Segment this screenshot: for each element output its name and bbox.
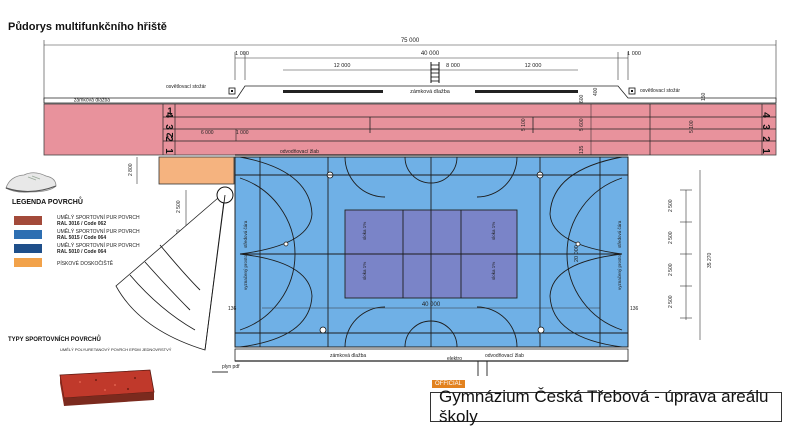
right-dimension-chain: 2 500 2 500 2 500 2 500 35 270 (668, 170, 713, 340)
label-lamp-right: osvětlovací stožár (640, 88, 680, 94)
svg-text:sloka 1%: sloka 1% (362, 222, 367, 240)
svg-text:2 500: 2 500 (176, 200, 182, 213)
bottom-paving-band: zámková dlažba odvodňovací žlab elektro … (212, 348, 629, 376)
svg-text:2 500: 2 500 (668, 263, 674, 276)
title-block: Gymnázium Česká Třebová - úprava areálu … (430, 387, 782, 426)
svg-text:sloka 1%: sloka 1% (362, 262, 367, 280)
legend-title: LEGENDA POVRCHŮ (12, 196, 83, 206)
label-lamp-left: osvětlovací stožár (166, 84, 206, 90)
svg-text:2 500: 2 500 (668, 199, 674, 212)
dim-bottom-court-width: 40 000 (422, 302, 441, 308)
running-shoe-icon (5, 172, 57, 193)
lamp-post-left: osvětlovací stožár (166, 84, 236, 95)
surface-types-title: TYPY SPORTOVNÍCH POVRCHŮ (8, 335, 101, 343)
label-side-line-left: středová čára (243, 220, 248, 248)
svg-text:RAL 3016 / Code 062: RAL 3016 / Code 062 (57, 221, 106, 227)
dim-total-width: 75 000 (401, 38, 420, 44)
label-pipe: plyn pdf (222, 364, 240, 370)
throwing-sector (115, 186, 234, 351)
label-electro: elektro (447, 356, 462, 362)
svg-text:sloka 1%: sloka 1% (491, 222, 496, 240)
lamp-post-right: osvětlovací stožár (628, 87, 680, 95)
svg-text:1: 1 (760, 148, 771, 154)
label-side-line-right: středová čára (617, 220, 622, 248)
dim-135: 135 (579, 145, 585, 154)
dim-5600: 5 600 (579, 118, 585, 131)
dim-segment-mid: 8 000 (446, 63, 460, 69)
dim-court-length: 20 000 (574, 245, 580, 262)
svg-text:4: 4 (760, 112, 771, 118)
dim-segment-right: 12 000 (525, 63, 542, 69)
surface-types-subtitle: UMĚLÝ POLYURETANOVÝ POVRCH EPDM JEDNOVRS… (60, 347, 172, 352)
multifunction-court: sloka 1% sloka 1% sloka 1% sloka 1% vyzn… (228, 156, 639, 348)
svg-text:RAL 5010 / Code 064: RAL 5010 / Code 064 (57, 249, 106, 255)
project-title: Gymnázium Česká Třebová - úprava areálu … (439, 387, 769, 426)
dim-segment-left: 12 000 (334, 63, 351, 69)
dim-600: 600 (579, 94, 585, 103)
legend-swatch-blue-light (14, 230, 42, 239)
dim-400: 400 (593, 87, 599, 96)
svg-text:3: 3 (760, 124, 771, 130)
dim-court-width: 40 000 (421, 51, 440, 57)
svg-text:2: 2 (760, 136, 771, 142)
svg-text:3: 3 (163, 124, 174, 130)
dim-small-1000: 1 000 (236, 130, 249, 136)
lane-numbers-left-upper: 1 2 (165, 106, 175, 138)
top-paving-band: zámková dlažba zámková dlažba (43, 85, 777, 104)
svg-text:PÍSKOVÉ DOSKOČIŠTĚ: PÍSKOVÉ DOSKOČIŠTĚ (57, 259, 114, 267)
pur-surface-sample-icon (59, 369, 155, 406)
page-title: Půdorys multifunkčního hřiště (8, 21, 167, 33)
lane-numbers-right: 4 3 2 1 (760, 112, 771, 154)
legend-item-0: UMĚLÝ SPORTOVNÍ PUR POVRCH RAL 3016 / Co… (14, 213, 140, 227)
legend-swatch-red (14, 216, 42, 225)
label-side-zone-right: vyznačený prostor (617, 253, 622, 290)
dim-side-right: 1 000 (627, 51, 641, 57)
svg-text:UMĚLÝ SPORTOVNÍ PUR POVRCH: UMĚLÝ SPORTOVNÍ PUR POVRCH (57, 227, 140, 235)
dim-150: 150 (701, 92, 707, 101)
label-paving-bottom: zámková dlažba (330, 353, 366, 359)
legend-swatch-orange (14, 258, 42, 267)
svg-text:1: 1 (163, 148, 174, 154)
svg-text:2 500: 2 500 (668, 231, 674, 244)
svg-text:sloka 1%: sloka 1% (491, 262, 496, 280)
label-paving-left: zámková dlažba (74, 98, 110, 104)
svg-text:2: 2 (165, 132, 175, 137)
label-drain-top: odvodňovací žlab (280, 149, 319, 155)
running-track (43, 103, 777, 156)
dim-136-right: 136 (630, 306, 639, 312)
ladder-icon (430, 62, 440, 83)
legend-item-2: UMĚLÝ SPORTOVNÍ PUR POVRCH RAL 5010 / Co… (14, 241, 140, 255)
dim-side-left: 1 000 (235, 51, 249, 57)
dim-track-width-right: 5 100 (689, 120, 695, 133)
dim-lane: 6 000 (201, 130, 214, 136)
svg-text:1: 1 (167, 106, 172, 116)
svg-text:UMĚLÝ SPORTOVNÍ PUR POVRCH: UMĚLÝ SPORTOVNÍ PUR POVRCH (57, 213, 140, 221)
dim-track-width-left: 5 100 (521, 118, 527, 131)
dim-pit: 2 800 (128, 163, 134, 176)
svg-text:RAL 5015 / Code 064: RAL 5015 / Code 064 (57, 235, 106, 241)
legend-swatch-blue-dark (14, 244, 42, 253)
label-side-zone-left: vyznačený prostor (243, 253, 248, 290)
legend-item-3: PÍSKOVÉ DOSKOČIŠTĚ (14, 258, 114, 267)
dim-136-left: 136 (228, 306, 237, 312)
lane-numbers-left: 4 3 2 1 (163, 112, 174, 154)
svg-text:UMĚLÝ SPORTOVNÍ PUR POVRCH: UMĚLÝ SPORTOVNÍ PUR POVRCH (57, 241, 140, 249)
svg-text:2: 2 (163, 136, 174, 142)
label-drain-bottom: odvodňovací žlab (485, 353, 524, 359)
svg-text:2 500: 2 500 (668, 295, 674, 308)
sand-pit: 2 800 (128, 156, 235, 185)
svg-text:4: 4 (163, 112, 174, 118)
legend-item-1: UMĚLÝ SPORTOVNÍ PUR POVRCH RAL 5015 / Co… (14, 227, 140, 241)
dim-total-height: 35 270 (707, 252, 713, 268)
label-paving-top: zámková dlažba (410, 89, 451, 95)
official-badge: OFFICIAL (432, 380, 466, 388)
